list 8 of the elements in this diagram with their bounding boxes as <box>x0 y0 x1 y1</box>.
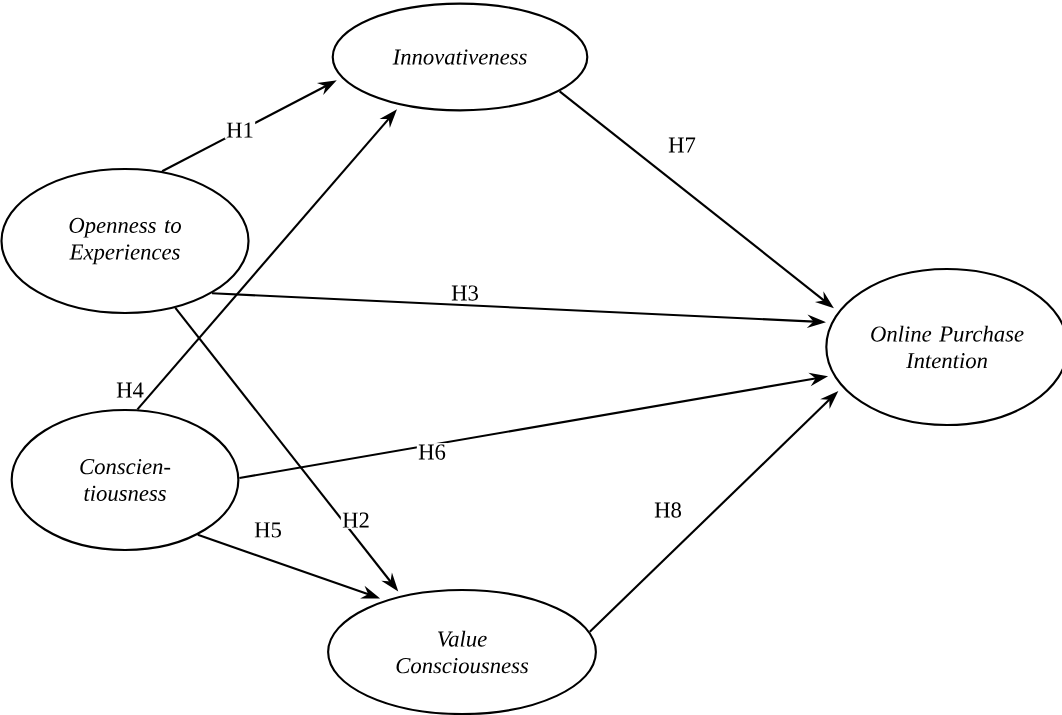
edge-label: H3 <box>449 284 481 302</box>
edge-label: H2 <box>340 511 372 529</box>
edge-label: H6 <box>416 443 448 461</box>
edge-label: H8 <box>652 501 684 519</box>
edge-label: H4 <box>114 381 146 399</box>
edge-label: H1 <box>224 121 256 139</box>
edge-label: H5 <box>252 521 284 539</box>
edge-label: H7 <box>666 136 698 154</box>
